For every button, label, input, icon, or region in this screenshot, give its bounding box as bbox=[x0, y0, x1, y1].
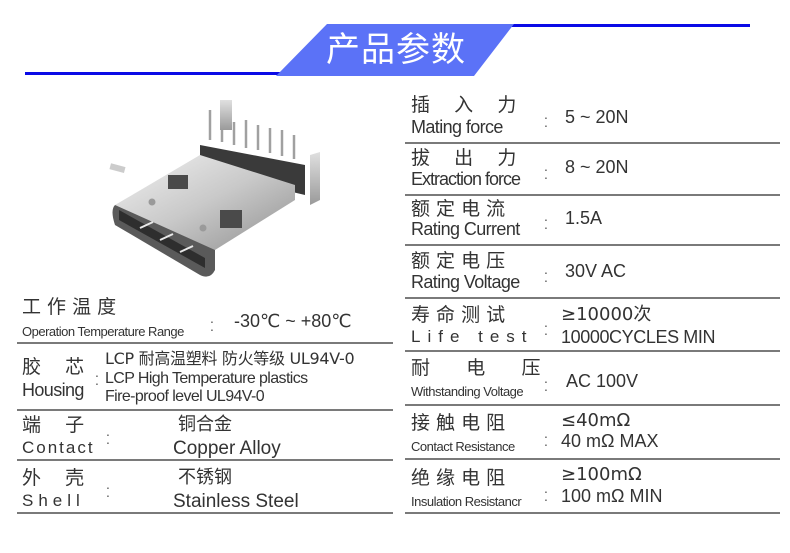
spec-colon: .. bbox=[106, 476, 110, 500]
divider bbox=[405, 404, 780, 406]
spec-label-en: Contact bbox=[22, 438, 95, 457]
divider bbox=[17, 512, 393, 514]
spec-value: 5 ~ 20N bbox=[565, 107, 629, 127]
spec-colon: .. bbox=[544, 208, 548, 232]
divider bbox=[405, 350, 780, 352]
spec-value: Fire-proof level UL94V-0 bbox=[105, 388, 265, 405]
spec-value: AC 100V bbox=[566, 371, 639, 391]
spec-value: -30℃ ~ +80℃ bbox=[234, 311, 352, 331]
spec-label-en: Housing bbox=[22, 380, 84, 400]
spec-label-en: Rating Voltage bbox=[411, 272, 520, 292]
spec-label-zh: 额 定 电 压 bbox=[411, 250, 506, 272]
spec-value: ≥10000次 bbox=[561, 304, 652, 325]
spec-label-en: Operation Temperature Range bbox=[22, 324, 184, 339]
spec-colon: .. bbox=[210, 310, 214, 334]
spec-label-en: Shell bbox=[22, 491, 85, 510]
spec-value: 铜合金 bbox=[178, 414, 232, 435]
spec-label-zh: 寿 命 测 试 bbox=[411, 304, 506, 326]
spec-label-en: Rating Current bbox=[411, 219, 520, 239]
spec-label-zh: 接 触 电 阻 bbox=[411, 412, 506, 434]
spec-value: 8 ~ 20N bbox=[565, 157, 629, 177]
spec-label-zh: 拔 出 力 bbox=[411, 147, 517, 169]
spec-label-en: Insulation Resistancr bbox=[411, 494, 522, 509]
spec-colon: .. bbox=[544, 158, 548, 182]
divider bbox=[17, 409, 393, 411]
spec-colon: .. bbox=[544, 370, 548, 394]
divider bbox=[17, 342, 393, 344]
spec-value: 10000CYCLES MIN bbox=[561, 327, 716, 347]
divider bbox=[405, 194, 780, 196]
spec-colon: .. bbox=[544, 314, 548, 338]
spec-value: ≤40mΩ bbox=[561, 410, 631, 431]
spec-value: ≥100mΩ bbox=[561, 464, 642, 485]
spec-value: Stainless Steel bbox=[173, 491, 299, 512]
spec-value: LCP 耐高温塑料 防火等级 UL94V-0 bbox=[105, 349, 355, 368]
spec-value: LCP High Temperature plastics bbox=[105, 370, 308, 387]
usb-type-c-connector-image bbox=[109, 100, 320, 277]
spec-colon: .. bbox=[544, 480, 548, 504]
spec-label-zh: 插 入 力 bbox=[411, 94, 517, 116]
page-title: 产品参数 bbox=[326, 30, 466, 70]
divider bbox=[405, 297, 780, 299]
spec-value: Copper Alloy bbox=[173, 438, 281, 459]
header-line-left bbox=[25, 72, 280, 75]
spec-label-zh: 绝 缘 电 阻 bbox=[411, 467, 506, 489]
spec-colon: .. bbox=[544, 261, 548, 285]
spec-label-en: Contact Resistance bbox=[411, 439, 515, 454]
divider bbox=[405, 458, 780, 460]
spec-colon: .. bbox=[544, 425, 548, 449]
spec-label-en: Withstanding Voltage bbox=[411, 384, 524, 399]
spec-label-en: Life test bbox=[411, 327, 534, 346]
divider bbox=[17, 459, 393, 461]
spec-label-zh: 胶 芯 bbox=[22, 356, 85, 378]
spec-value: 1.5A bbox=[565, 208, 603, 228]
spec-label-zh: 端 子 bbox=[22, 414, 85, 436]
spec-value: 100 mΩ MIN bbox=[561, 486, 663, 506]
spec-label-zh: 工 作 温 度 bbox=[22, 296, 117, 318]
spec-label-zh: 额 定 电 流 bbox=[411, 198, 506, 220]
spec-label-en: Mating force bbox=[411, 117, 503, 137]
spec-colon: .. bbox=[95, 364, 99, 388]
spec-value: 30V AC bbox=[565, 261, 627, 281]
divider bbox=[405, 244, 780, 246]
spec-colon: .. bbox=[106, 423, 110, 447]
spec-label-zh: 外 壳 bbox=[22, 467, 85, 489]
divider bbox=[405, 142, 780, 144]
spec-value: 40 mΩ MAX bbox=[561, 431, 659, 451]
spec-value: 不锈钢 bbox=[178, 467, 232, 488]
spec-label-zh: 耐 电 压 bbox=[411, 357, 541, 379]
header-line-right bbox=[510, 24, 750, 27]
divider bbox=[405, 512, 780, 514]
header-banner bbox=[276, 24, 514, 76]
spec-colon: .. bbox=[544, 106, 548, 130]
spec-label-en: Extraction force bbox=[411, 169, 521, 189]
